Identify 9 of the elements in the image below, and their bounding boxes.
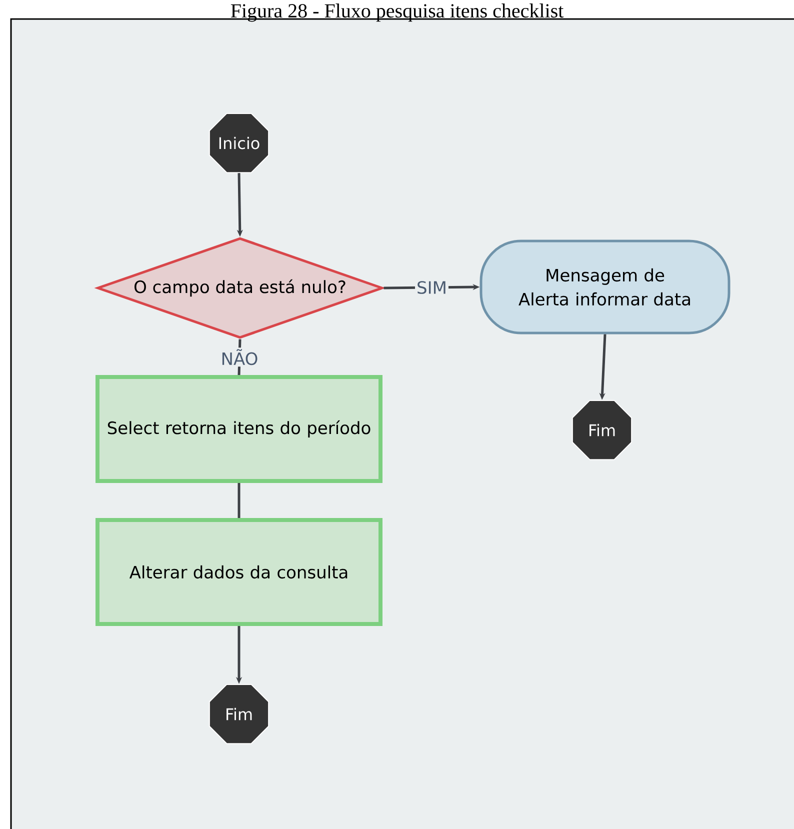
terminal-octagon: Fim [572, 400, 632, 460]
edge-label: SIM [415, 280, 448, 296]
message-box: Mensagem de Alerta informar data [480, 240, 730, 334]
terminal-octagon: Fim [208, 684, 270, 744]
figure-title: Figura 28 - Fluxo pesquisa itens checklist [230, 4, 564, 22]
edge-label: NÃO [219, 348, 260, 367]
process-box: Alterar dados da consulta [96, 518, 382, 626]
terminal-octagon: Inicio [208, 112, 270, 174]
process-box: Select retorna itens do período [96, 375, 382, 483]
